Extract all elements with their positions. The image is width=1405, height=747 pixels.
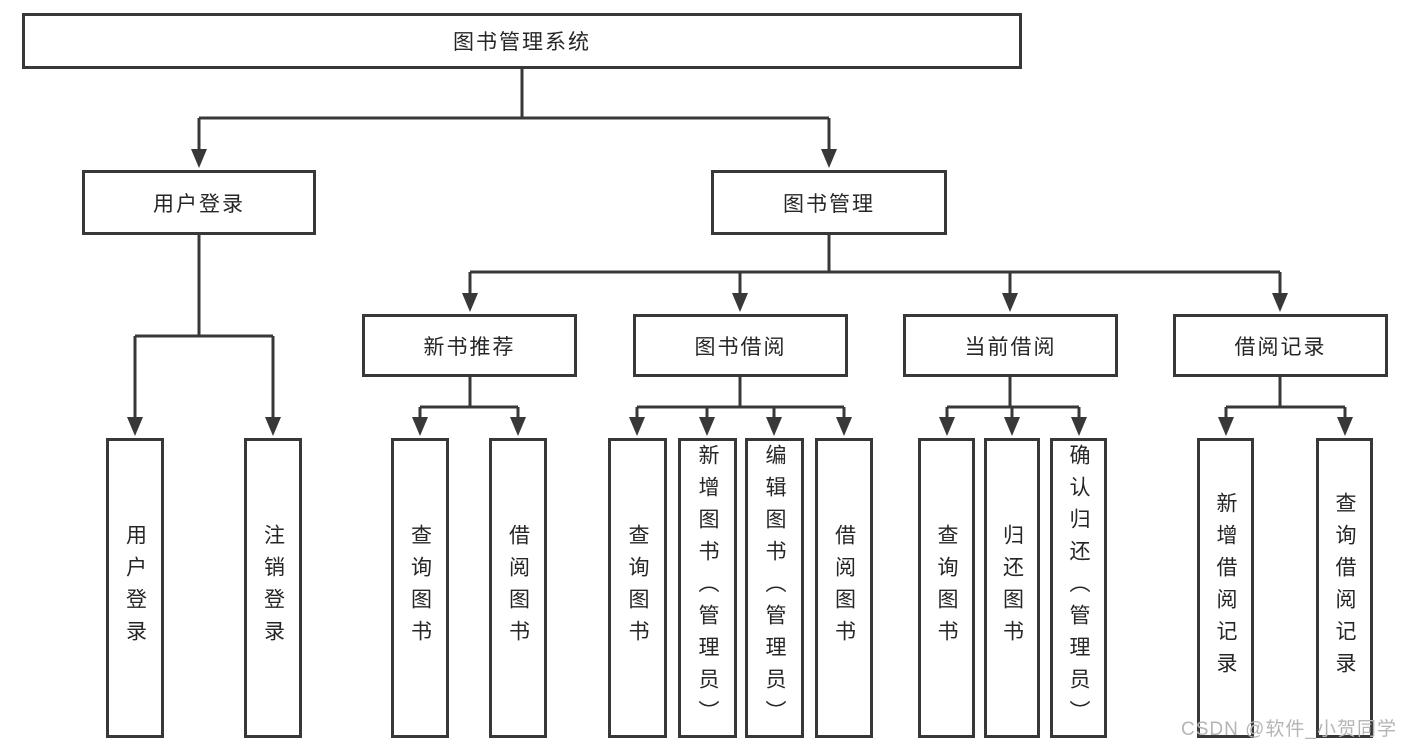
node-label: 当前借阅 xyxy=(964,335,1057,359)
leaf-query-books-current: 查询图书 xyxy=(918,438,975,738)
node-current-borrowing: 当前借阅 xyxy=(903,314,1118,377)
node-library-system: 图书管理系统 xyxy=(22,13,1022,69)
node-label: 查询图书 xyxy=(408,524,432,652)
csdn-watermark: CSDN @软件_小贺同学 xyxy=(1181,719,1397,740)
leaf-add-book-admin: 新增图书（管理员） xyxy=(678,438,737,738)
node-label: 查询图书 xyxy=(626,524,649,652)
node-label: 借阅记录 xyxy=(1234,335,1327,359)
node-label: 确认归还（管理员） xyxy=(1067,444,1090,732)
node-label: 查询图书 xyxy=(935,524,958,652)
leaf-logout: 注销登录 xyxy=(244,438,302,738)
node-label: 新增图书（管理员） xyxy=(696,444,719,732)
leaf-query-books-recommend: 查询图书 xyxy=(391,438,449,738)
leaf-borrow-books-borrowing: 借阅图书 xyxy=(815,438,873,738)
leaf-confirm-return-admin: 确认归还（管理员） xyxy=(1050,438,1107,738)
node-label: 图书借阅 xyxy=(694,335,787,359)
node-label: 归还图书 xyxy=(1000,524,1024,652)
leaf-borrow-books-recommend: 借阅图书 xyxy=(489,438,547,738)
node-borrowing-records: 借阅记录 xyxy=(1173,314,1388,377)
node-label: 编辑图书（管理员） xyxy=(763,444,786,732)
node-label: 借阅图书 xyxy=(506,524,530,652)
leaf-user-login: 用户登录 xyxy=(106,438,164,738)
node-book-management-module: 图书管理 xyxy=(711,170,947,235)
leaf-add-borrow-record: 新增借阅记录 xyxy=(1197,438,1254,738)
leaf-query-books-borrowing: 查询图书 xyxy=(608,438,667,738)
node-label: 用户登录 xyxy=(123,524,147,652)
node-label: 新书推荐 xyxy=(423,335,516,359)
node-label: 借阅图书 xyxy=(832,524,856,652)
leaf-return-book: 归还图书 xyxy=(984,438,1040,738)
node-new-book-recommendation: 新书推荐 xyxy=(362,314,577,377)
node-label: 新增借阅记录 xyxy=(1214,492,1237,684)
node-label: 用户登录 xyxy=(153,192,245,216)
node-book-borrowing: 图书借阅 xyxy=(633,314,848,377)
node-user-login-module: 用户登录 xyxy=(82,170,316,235)
leaf-query-borrow-record: 查询借阅记录 xyxy=(1316,438,1373,738)
node-label: 图书管理系统 xyxy=(453,31,591,54)
node-label: 查询借阅记录 xyxy=(1333,492,1356,684)
leaf-edit-book-admin: 编辑图书（管理员） xyxy=(745,438,804,738)
node-label: 注销登录 xyxy=(261,524,285,652)
node-label: 图书管理 xyxy=(783,192,875,216)
